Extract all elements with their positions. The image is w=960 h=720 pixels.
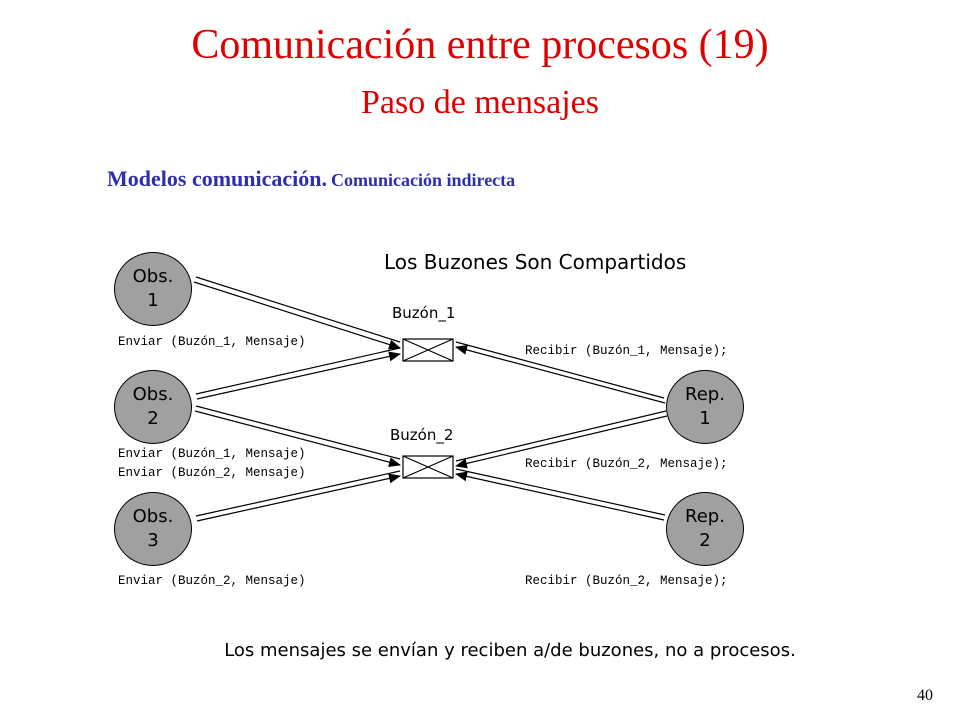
op-rep1-recv-2: Recibir (Buzón_2, Mensaje); [525, 457, 728, 471]
arrow-buzon2-rep2 [455, 468, 666, 516]
footer-note: Los mensajes se envían y reciben a/de bu… [224, 640, 796, 661]
arrow-obs3-buzon2 [195, 470, 401, 517]
arrow-buzon1-rep1-b [455, 345, 666, 404]
op-rep2-recv: Recibir (Buzón_2, Mensaje); [525, 574, 728, 588]
arrow-obs2-buzon2 [195, 405, 401, 460]
arrow-buzon1-rep1 [455, 341, 665, 399]
arrow-obs1-buzon1 [195, 276, 401, 343]
section-heading: Modelos comunicación. Comunicación indir… [107, 166, 515, 192]
mailbox-2-label: Buzón_2 [390, 426, 454, 444]
process-rep1-label: Rep. 1 [685, 384, 725, 429]
process-obs3-label: Obs. 3 [132, 506, 174, 551]
process-obs2-label: Obs. 2 [132, 384, 174, 429]
arrow-obs2-buzon1 [195, 347, 401, 395]
section-main: Modelos comunicación. [107, 166, 327, 191]
mailbox-2-icon [402, 455, 454, 479]
arrow-buzon2-rep2-b [455, 471, 665, 521]
section-sub: Comunicación indirecta [331, 170, 516, 190]
op-obs1-send: Enviar (Buzón_1, Mensaje) [118, 335, 306, 349]
arrow-buzon2-rep1-b [455, 415, 668, 469]
mailbox-1-icon [402, 338, 454, 362]
diagram-title: Los Buzones Son Compartidos [384, 250, 687, 274]
arrow-obs3-buzon2-b [196, 473, 401, 522]
slide-subtitle: Paso de mensajes [361, 84, 599, 121]
process-obs1-label: Obs. 1 [132, 266, 174, 311]
arrow-obs2-buzon2-b [194, 410, 401, 468]
process-rep1: Rep. 1 [666, 370, 744, 444]
arrow-obs2-buzon1-b [196, 351, 401, 400]
slide-title: Comunicación entre procesos (19) [191, 22, 769, 68]
process-obs3: Obs. 3 [114, 492, 192, 566]
process-rep2: Rep. 2 [666, 492, 744, 566]
op-obs3-send: Enviar (Buzón_2, Mensaje) [118, 574, 306, 588]
arrow-buzon2-rep1 [455, 410, 667, 462]
arrow-obs1-buzon1-b [193, 281, 401, 350]
op-rep1-recv-1: Recibir (Buzón_1, Mensaje); [525, 344, 728, 358]
process-obs1: Obs. 1 [114, 252, 192, 326]
op-obs2-send-2: Enviar (Buzón_2, Mensaje) [118, 466, 306, 480]
mailbox-1-label: Buzón_1 [392, 304, 456, 322]
page-number: 40 [917, 687, 933, 704]
op-obs2-send-1: Enviar (Buzón_1, Mensaje) [118, 447, 306, 461]
process-rep2-label: Rep. 2 [685, 506, 725, 551]
process-obs2: Obs. 2 [114, 370, 192, 444]
